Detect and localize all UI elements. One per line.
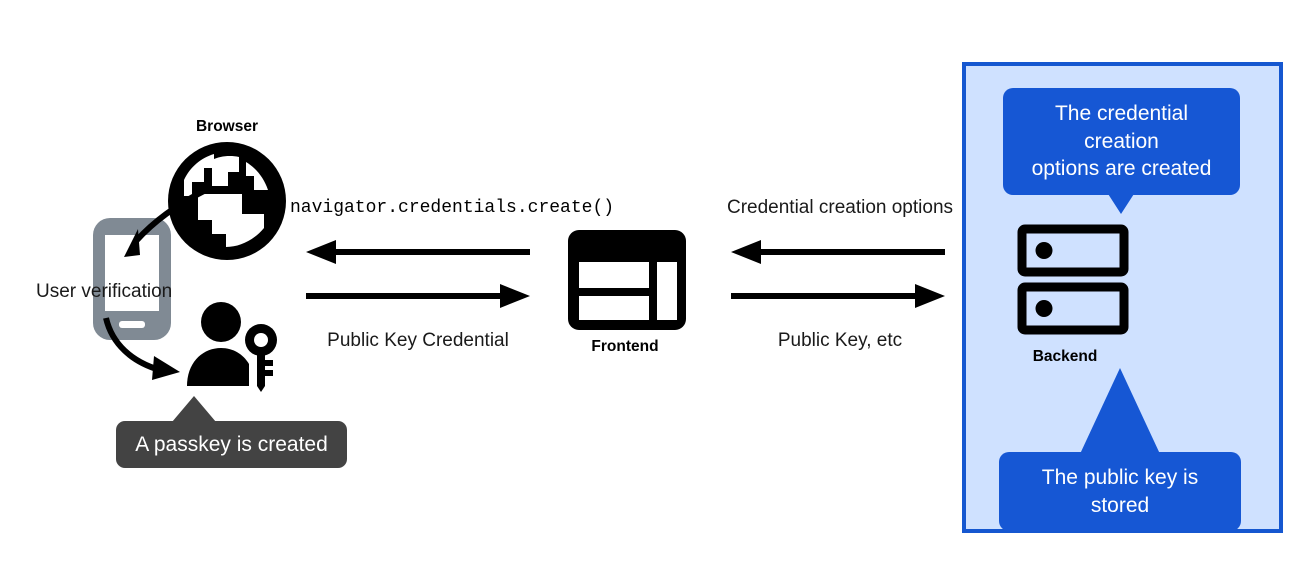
callout-line-1: The credential creation xyxy=(1054,102,1189,153)
callout-line-1: The public key is xyxy=(1041,466,1199,489)
frontend-label: Frontend xyxy=(591,338,659,355)
arrow-right-browser-frontend-icon xyxy=(306,284,530,308)
arrow-browser-to-phone-icon xyxy=(100,185,210,275)
user-with-key-icon xyxy=(183,302,287,392)
tooltip-pointer-icon xyxy=(172,396,216,422)
mobile-phone-icon xyxy=(93,218,171,340)
globe-icon xyxy=(168,142,286,260)
browser-label: Browser xyxy=(195,118,259,135)
passkey-created-tooltip: A passkey is created xyxy=(116,421,347,469)
server-stack-icon xyxy=(1017,224,1129,337)
flow-label-navigator-create: navigator.credentials.create() xyxy=(290,198,615,218)
browser-window-icon xyxy=(568,230,686,330)
backend-label: Backend xyxy=(1032,348,1098,365)
callout-line-2: options are created xyxy=(1031,157,1212,181)
callout-credential-options-created: The credential creation options are crea… xyxy=(1003,88,1240,196)
callout-line-2: stored xyxy=(1090,493,1150,517)
user-verification-label: User verification xyxy=(36,281,173,302)
flow-label-credential-creation-options: Credential creation options xyxy=(726,197,954,218)
arrow-left-frontend-backend-icon xyxy=(731,240,945,264)
flow-label-public-key-etc: Public Key, etc xyxy=(777,330,903,351)
callout-public-key-stored: The public key is stored xyxy=(999,452,1241,532)
arrow-phone-to-user-icon xyxy=(102,317,212,386)
callout-pointer-up-icon xyxy=(1080,368,1160,454)
arrow-left-browser-frontend-icon xyxy=(306,240,530,264)
arrow-right-frontend-backend-icon xyxy=(731,284,945,308)
flow-label-public-key-credential: Public Key Credential xyxy=(327,330,509,351)
